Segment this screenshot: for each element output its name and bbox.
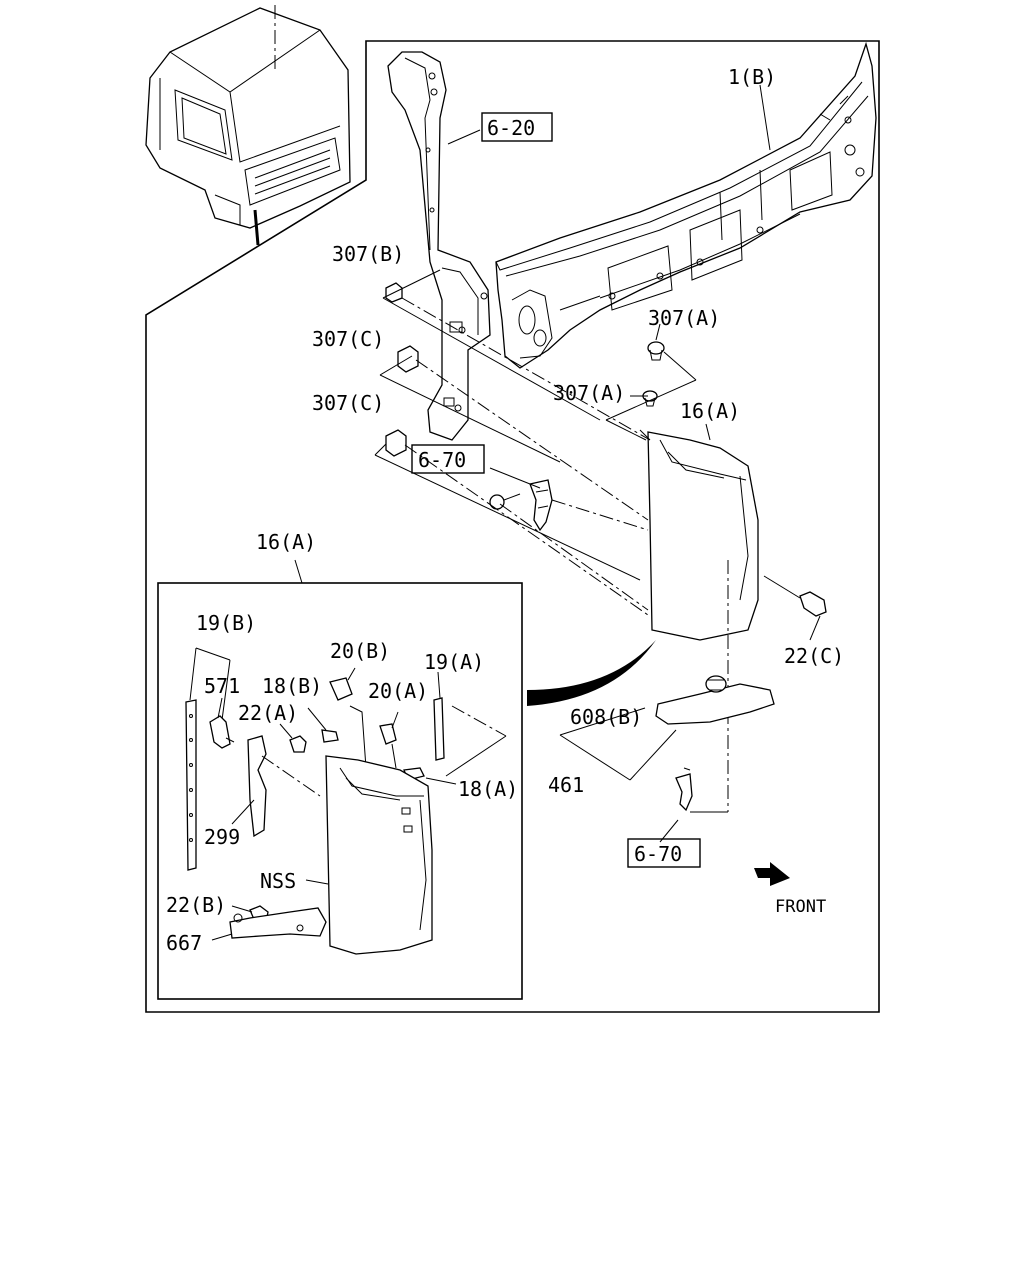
clip-307c-upper xyxy=(397,345,419,373)
label-nss: NSS xyxy=(260,869,296,893)
trim-strip-608b xyxy=(655,675,775,725)
detail-parts xyxy=(185,647,507,955)
label-16a-right: 16(A) xyxy=(680,399,740,423)
label-18b: 18(B) xyxy=(262,674,322,698)
cowl-panel xyxy=(495,41,877,369)
front-arrow-icon xyxy=(754,862,790,886)
label-19b: 19(B) xyxy=(196,611,256,635)
corner-cover-16a xyxy=(647,431,759,812)
label-461: 461 xyxy=(548,773,584,797)
label-571: 571 xyxy=(204,674,240,698)
ref-box-6-70-bottom xyxy=(627,838,701,868)
label-299: 299 xyxy=(204,825,240,849)
label-front: FRONT xyxy=(775,897,826,917)
label-307b: 307(B) xyxy=(332,242,404,266)
ref-box-6-20 xyxy=(481,112,553,142)
label-22c: 22(C) xyxy=(784,644,844,668)
label-6-70-bottom: 6-70 xyxy=(634,842,682,866)
front-pillar xyxy=(387,51,491,441)
assembly-lines xyxy=(374,84,821,843)
label-6-70-top: 6-70 xyxy=(418,448,466,472)
label-307a-upper: 307(A) xyxy=(648,306,720,330)
label-22a: 22(A) xyxy=(238,701,298,725)
label-20b: 20(B) xyxy=(330,639,390,663)
label-667: 667 xyxy=(166,931,202,955)
clip-307c-lower xyxy=(385,429,407,457)
label-307c-lower: 307(C) xyxy=(312,391,384,415)
cab-thumbnail xyxy=(145,5,351,246)
label-19a: 19(A) xyxy=(424,650,484,674)
bracket-upper xyxy=(489,479,553,532)
label-18a: 18(A) xyxy=(458,777,518,801)
label-307a-lower: 307(A) xyxy=(553,381,625,405)
label-608b: 608(B) xyxy=(570,705,642,729)
bolt-22c xyxy=(763,575,827,617)
clip-307a-upper xyxy=(647,341,665,361)
ref-box-6-70-top xyxy=(411,444,485,474)
label-16a-left: 16(A) xyxy=(256,530,316,554)
outer-frame xyxy=(145,40,880,1013)
label-1b: 1(B) xyxy=(728,65,776,89)
bracket-461 xyxy=(675,767,693,812)
detail-inset-frame xyxy=(157,582,523,1000)
detail-arrow-arc xyxy=(527,640,656,706)
label-6-20: 6-20 xyxy=(487,116,535,140)
label-22b: 22(B) xyxy=(166,893,226,917)
label-20a: 20(A) xyxy=(368,679,428,703)
label-307c-upper: 307(C) xyxy=(312,327,384,351)
